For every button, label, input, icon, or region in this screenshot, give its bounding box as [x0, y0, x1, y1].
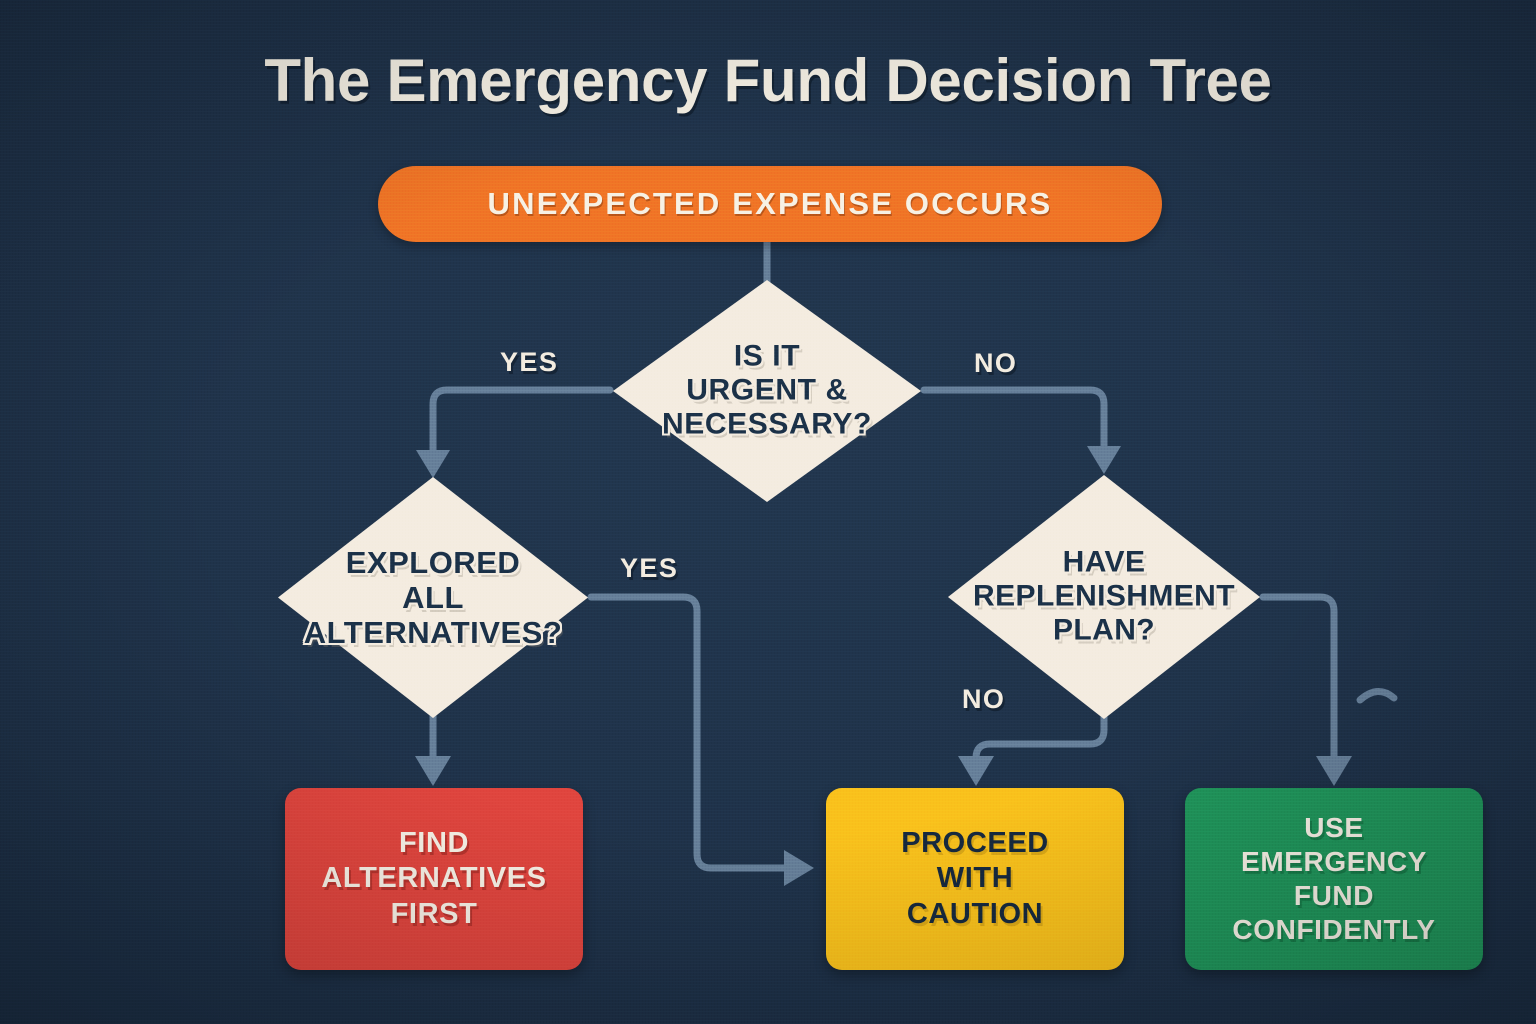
connector-urgent-no — [920, 386, 1121, 474]
outcome-line: WITH — [936, 862, 1014, 895]
outcome-node-use-fund: USE EMERGENCY FUND CONFIDENTLY — [1185, 788, 1483, 970]
outcome-line: FUND — [1293, 880, 1375, 911]
decision-node-urgent-label: IS IT URGENT & NECESSARY? — [662, 340, 872, 443]
start-node: UNEXPECTED EXPENSE OCCURS — [378, 166, 1162, 242]
edge-label-urgent-yes: YES — [500, 347, 559, 377]
decision-line: ALTERNATIVES? — [303, 615, 563, 651]
outcome-node-find-alternatives-label: FIND ALTERNATIVES FIRST — [321, 826, 546, 932]
outcome-line: CAUTION — [906, 897, 1044, 930]
decision-line: HAVE — [1062, 545, 1146, 579]
edge-label-urgent-no: NO — [974, 348, 1018, 378]
outcome-line: PROCEED — [901, 826, 1049, 859]
decision-line: URGENT & — [686, 373, 848, 407]
decision-node-replenish: HAVE REPLENISHMENT PLAN? — [948, 475, 1260, 719]
decision-node-urgent: IS IT URGENT & NECESSARY? — [613, 280, 921, 502]
outcome-node-proceed-caution-label: PROCEED WITH CAUTION — [901, 826, 1049, 932]
outcome-node-use-fund-label: USE EMERGENCY FUND CONFIDENTLY — [1232, 811, 1435, 948]
decision-node-replenish-label: HAVE REPLENISHMENT PLAN? — [973, 546, 1235, 649]
decision-line: REPLENISHMENT — [973, 579, 1235, 613]
connector-replenish-no — [958, 712, 1108, 786]
outcome-line: FIRST — [390, 897, 478, 930]
outcome-line: EMERGENCY — [1241, 845, 1427, 877]
start-node-label: UNEXPECTED EXPENSE OCCURS — [487, 186, 1053, 221]
outcome-node-proceed-caution: PROCEED WITH CAUTION — [826, 788, 1124, 970]
page-title: The Emergency Fund Decision Tree — [264, 47, 1272, 114]
outcome-node-find-alternatives: FIND ALTERNATIVES FIRST — [285, 788, 583, 970]
edge-label-alternatives-yes: YES — [620, 553, 679, 583]
decision-line: PLAN? — [1052, 614, 1155, 648]
connector-urgent-yes — [416, 386, 614, 478]
decision-node-alternatives: EXPLORED ALL ALTERNATIVES? — [278, 477, 588, 718]
decision-line: IS IT — [733, 339, 801, 373]
outcome-line: USE — [1304, 811, 1364, 843]
decision-line: EXPLORED — [345, 544, 521, 580]
connector-alternatives-yes — [587, 593, 814, 886]
outcome-line: ALTERNATIVES — [321, 862, 547, 895]
decision-node-alternatives-label: EXPLORED ALL ALTERNATIVES? — [304, 545, 563, 651]
connector-alternatives-to-find — [415, 711, 451, 786]
decision-line: ALL — [402, 579, 464, 615]
connector-replenish-yes — [1259, 593, 1352, 786]
stray-arc-artifact — [1356, 688, 1398, 704]
outcome-line: FIND — [398, 826, 470, 859]
decision-line: NECESSARY? — [662, 408, 872, 442]
outcome-line: CONFIDENTLY — [1232, 914, 1436, 946]
edge-label-replenish-no: NO — [962, 684, 1006, 714]
